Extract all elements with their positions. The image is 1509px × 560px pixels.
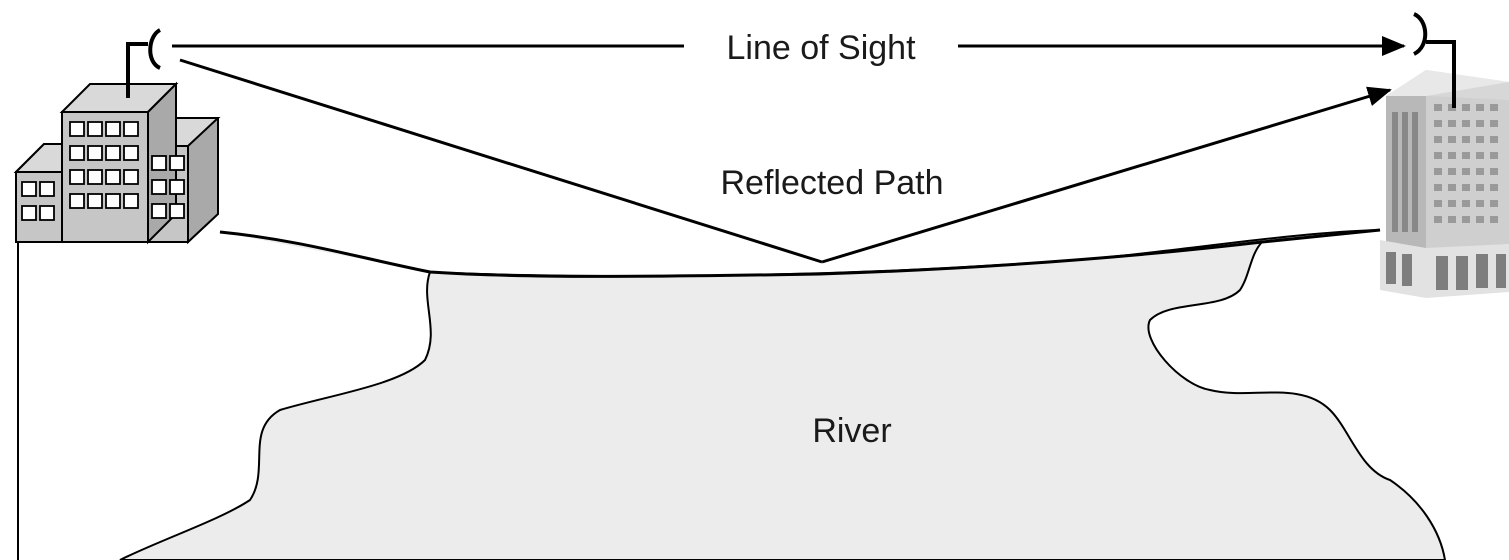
reflected-path-label: Reflected Path: [720, 164, 943, 202]
transmitter-antenna-icon: [126, 28, 162, 98]
reflected-path-reflected: [821, 86, 1392, 264]
river-label: River: [812, 412, 891, 450]
river-shape: [119, 229, 1447, 560]
office-building-icon: [13, 81, 221, 245]
reflected-path-incident: [179, 58, 823, 264]
office-tower-icon: [1380, 70, 1509, 298]
line-of-sight-label: Line of Sight: [726, 29, 916, 67]
receiver-antenna-icon: [1412, 12, 1456, 108]
riverbank-line: [219, 228, 1381, 278]
